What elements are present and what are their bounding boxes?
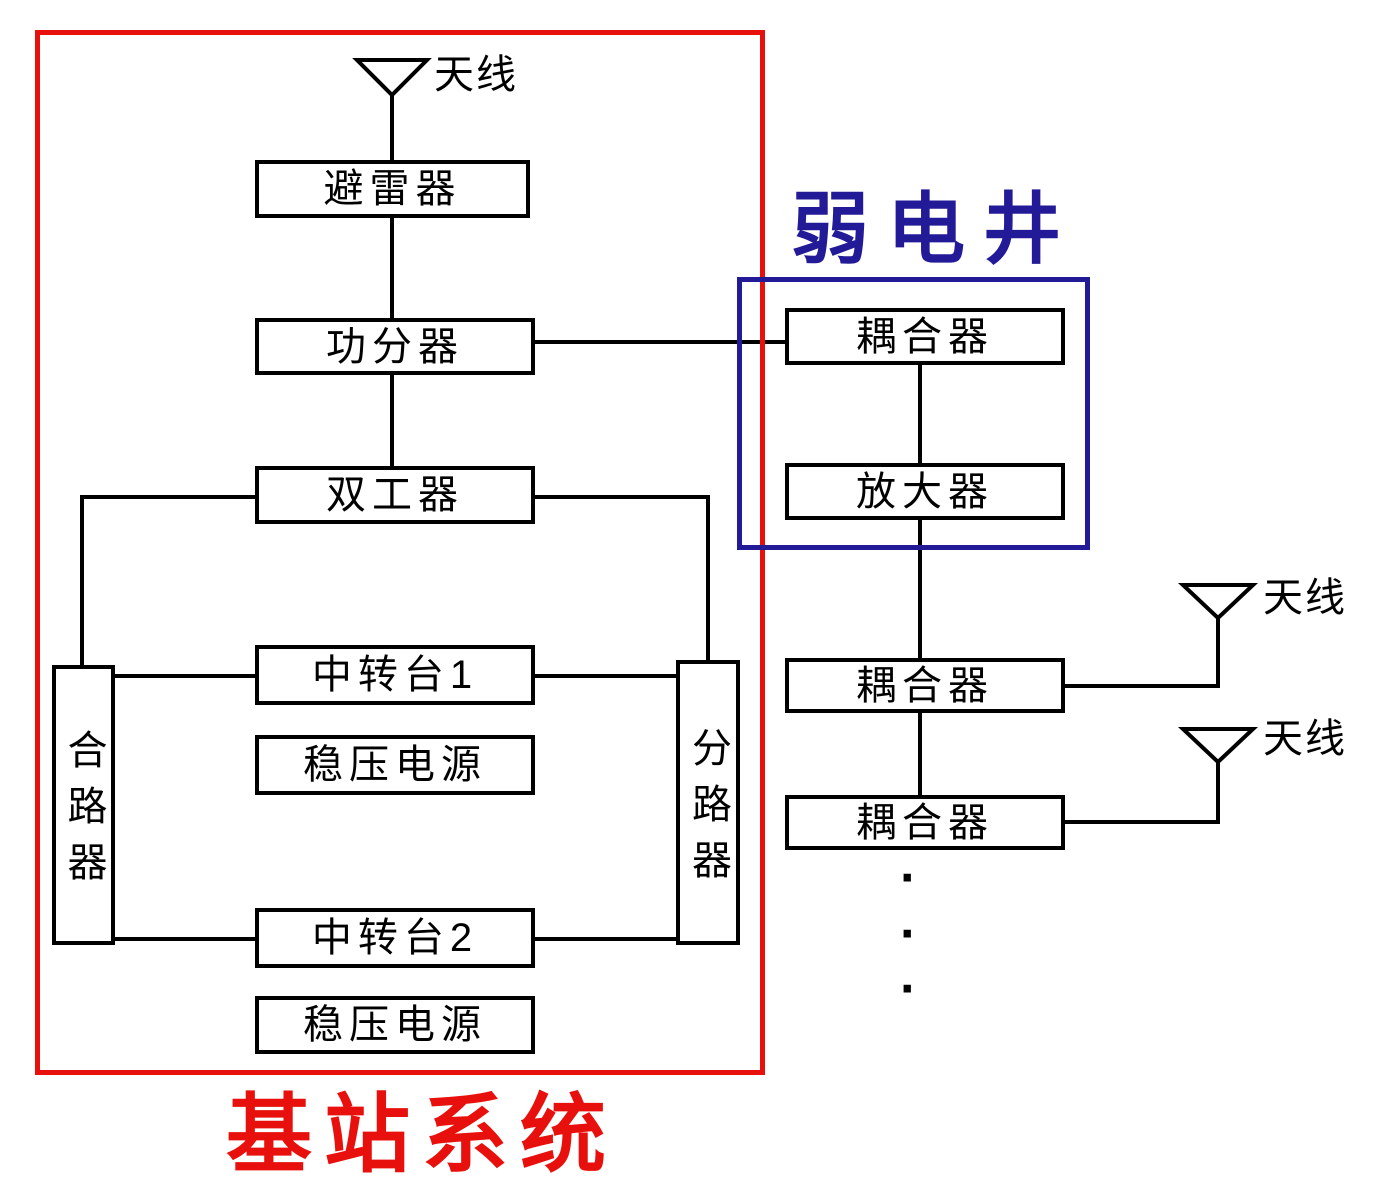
node-repeater-2: 中转台2 xyxy=(255,908,535,968)
base-station-frame xyxy=(35,30,765,1075)
continuation-dots: · · · xyxy=(900,849,918,1019)
node-coupler-1: 耦合器 xyxy=(785,308,1065,365)
node-regulated-psu-2: 稳压电源 xyxy=(255,996,535,1054)
node-coupler-3: 耦合器 xyxy=(785,795,1065,850)
antenna-top-label: 天线 xyxy=(434,53,518,97)
dot: · xyxy=(900,960,918,1019)
weak-current-well-title: 弱电井 xyxy=(791,185,1080,273)
node-duplexer: 双工器 xyxy=(255,466,535,524)
base-station-title: 基站系统 xyxy=(226,1087,618,1183)
antenna-top-icon xyxy=(352,58,432,98)
dot: · xyxy=(900,904,918,963)
node-lightning-arrester: 避雷器 xyxy=(255,160,530,218)
node-splitter: 分路器 xyxy=(676,660,740,945)
wire-coupler2-to-antenna xyxy=(1065,618,1220,688)
antenna-right2-label: 天线 xyxy=(1263,717,1347,761)
antenna-right1-label: 天线 xyxy=(1263,576,1347,620)
wire-duplexer-to-splitter xyxy=(535,495,710,660)
node-power-divider: 功分器 xyxy=(255,318,535,375)
antenna-right1-icon xyxy=(1177,583,1259,621)
wire-duplexer-to-combiner xyxy=(80,495,255,665)
dot: · xyxy=(900,849,918,907)
node-combiner: 合路器 xyxy=(52,665,115,945)
wire-coupler3-to-antenna xyxy=(1065,762,1220,824)
node-repeater-1: 中转台1 xyxy=(255,645,535,705)
node-amplifier: 放大器 xyxy=(785,463,1065,520)
node-regulated-psu-1: 稳压电源 xyxy=(255,735,535,795)
node-coupler-2: 耦合器 xyxy=(785,658,1065,713)
antenna-right2-icon xyxy=(1177,727,1259,765)
weak-current-well-frame xyxy=(737,277,1090,550)
